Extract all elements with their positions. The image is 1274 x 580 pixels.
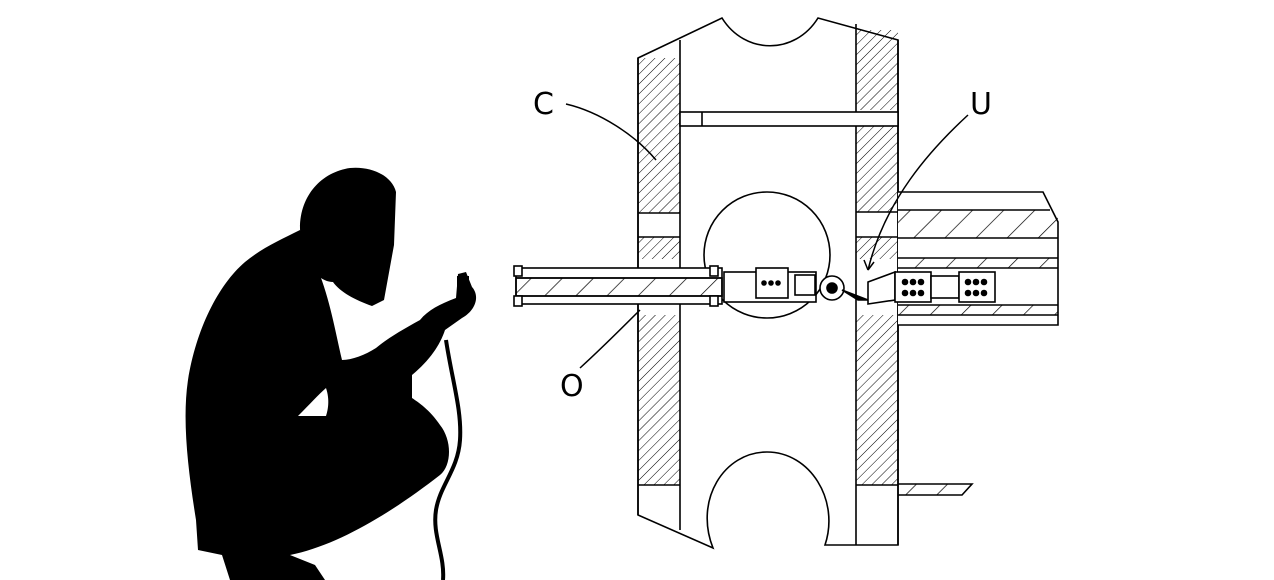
leader-lines bbox=[565, 103, 969, 369]
welder-silhouette bbox=[185, 167, 477, 580]
callout-c: C bbox=[533, 87, 554, 122]
torch-cable bbox=[433, 339, 463, 580]
camera-probe bbox=[867, 270, 996, 305]
leader-o bbox=[579, 309, 641, 369]
branch-pipe bbox=[898, 191, 1059, 496]
tool-lance bbox=[513, 265, 869, 307]
callout-u: U bbox=[970, 87, 992, 122]
welder-body bbox=[185, 230, 477, 580]
callout-o: O bbox=[560, 369, 584, 404]
leader-c bbox=[565, 103, 657, 161]
leader-u bbox=[867, 114, 969, 271]
welder-helmet bbox=[300, 167, 396, 306]
